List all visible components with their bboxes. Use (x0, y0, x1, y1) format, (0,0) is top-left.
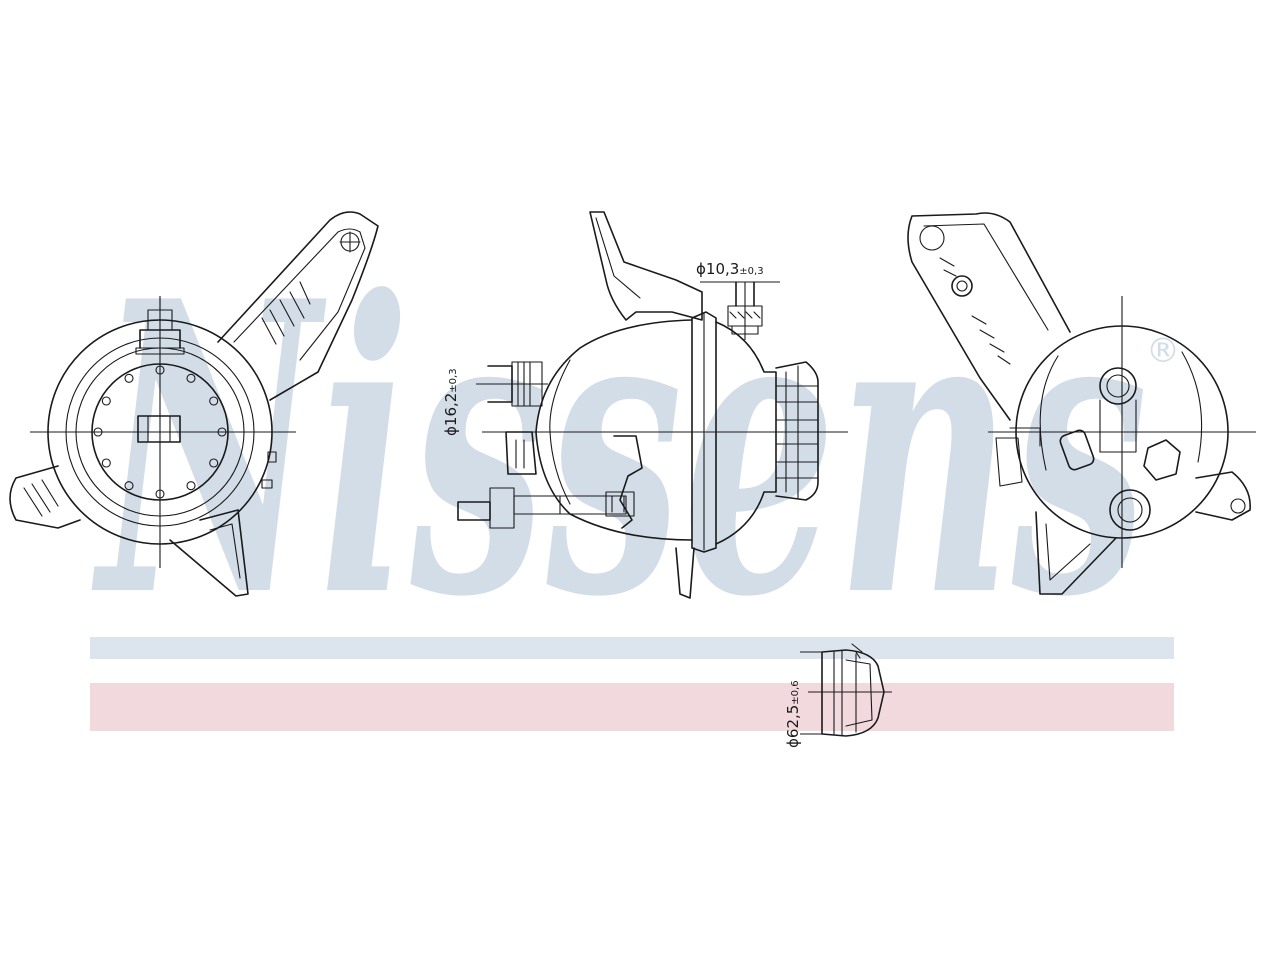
cap-ridge-mark (124, 373, 134, 383)
mounting-hole-icon (919, 225, 945, 251)
right-bottom-view (907, 212, 1256, 595)
cap-ridge-mark (186, 373, 196, 383)
cap-ridge-mark (101, 396, 111, 406)
cap-ridge-marks (93, 365, 227, 499)
dimension-main-value: ϕ16,2 (442, 393, 460, 436)
outlet-diameter-dimension: ϕ10,3±0,3 (696, 260, 764, 278)
cap-ridge-mark (101, 458, 111, 468)
cap-ridge-mark (186, 481, 196, 491)
registered-trademark-mark: ® (1146, 331, 1180, 371)
left-top-view (9, 211, 379, 597)
brand-stripe-red (90, 683, 1174, 731)
dimension-main-value: ϕ62,5 (784, 705, 802, 748)
cap-detail-view (800, 643, 892, 737)
cap-ridge-mark (124, 481, 134, 491)
cap-ridge-mark (155, 489, 165, 499)
watermark: Nissens ® (90, 215, 1180, 685)
center-side-view (457, 211, 848, 599)
cap-ridge-mark (93, 427, 103, 437)
dimension-tolerance: ±0,6 (790, 680, 801, 704)
cap-ridge-mark (155, 365, 165, 375)
inlet-diameter-dimension: ϕ16,2±0,3 (442, 368, 460, 436)
cap-ridge-mark (209, 458, 219, 468)
cap-ridge-mark (217, 427, 227, 437)
cap-diameter-dimension: ϕ62,5±0,6 (784, 680, 802, 748)
brand-stripe-blue (90, 637, 1174, 659)
cap-ridge-mark (209, 396, 219, 406)
dimension-tolerance: ±0,3 (739, 266, 763, 277)
dimension-tolerance: ±0,3 (448, 368, 459, 392)
dimension-main-value: ϕ10,3 (696, 260, 739, 278)
watermark-logo-text: Nissens (90, 215, 1148, 685)
